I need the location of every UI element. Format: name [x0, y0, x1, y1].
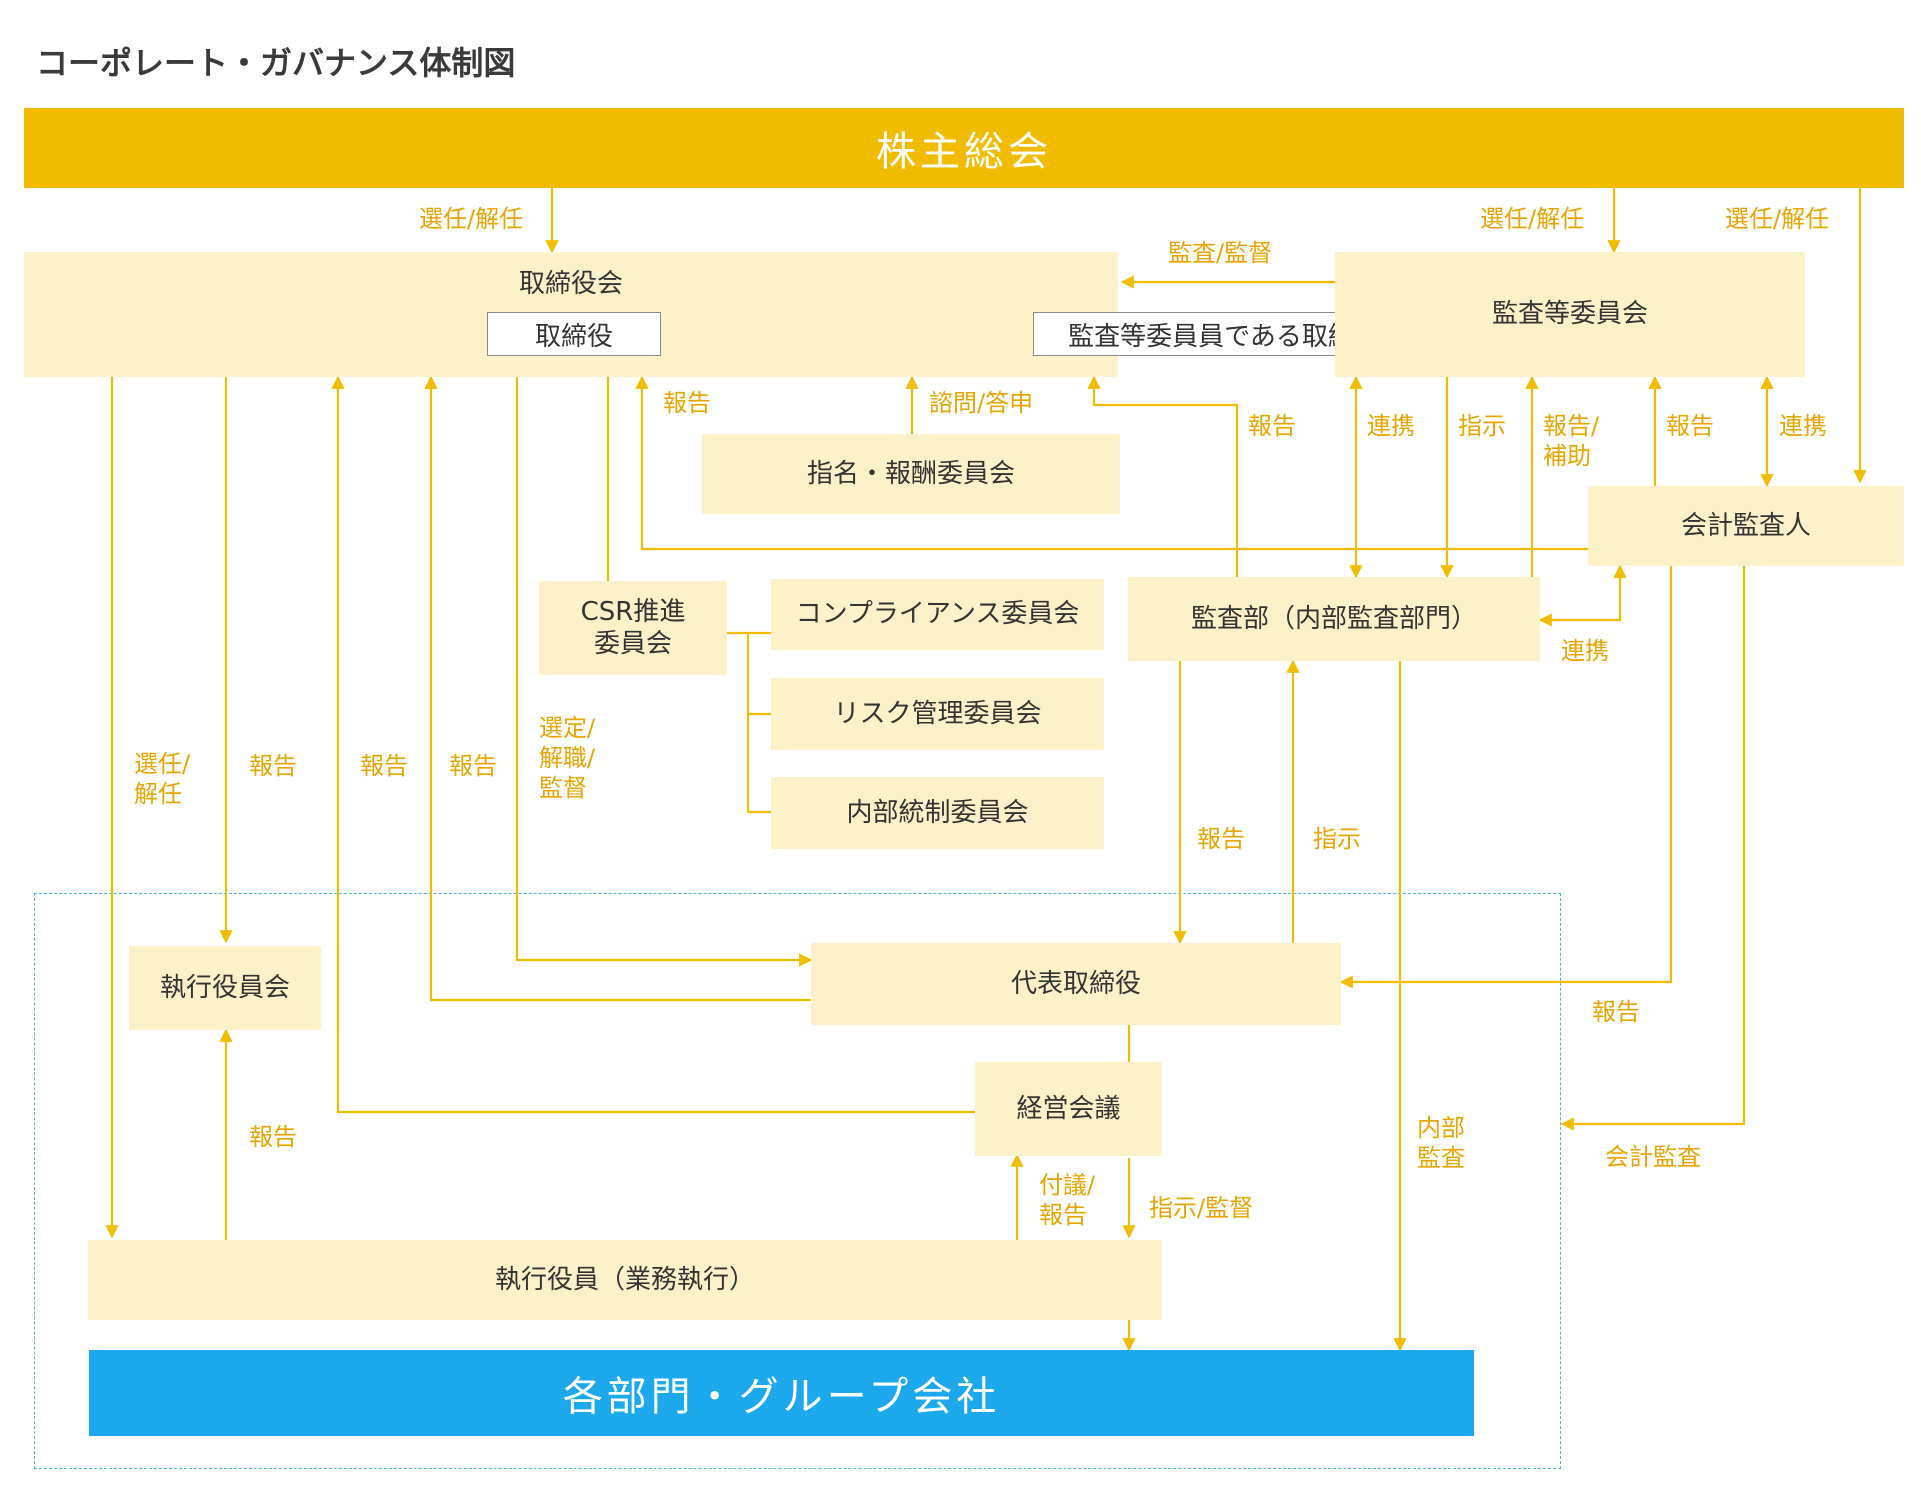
arrow-rep-board [424, 375, 811, 1002]
label-report-assist: 報告/ 補助 [1543, 412, 1600, 470]
label-report-auditor-rep: 報告 [1592, 998, 1640, 1026]
label-select-dismiss-audit: 選任/解任 [1480, 205, 1585, 233]
executive-officers: 執行役員（業務執行） [88, 1240, 1162, 1320]
label-instruct-1: 指示 [1458, 412, 1506, 440]
label-report-auditor: 報告 [1666, 412, 1714, 440]
label-accounting-audit: 会計監査 [1605, 1143, 1701, 1171]
label-coop-2: 連携 [1779, 412, 1827, 440]
label-report-exec: 報告 [249, 1123, 297, 1151]
audit-committee: 監査等委員会 [1335, 252, 1805, 377]
label-coop-1: 連携 [1367, 412, 1415, 440]
audit-department: 監査部（内部監査部門） [1128, 577, 1540, 661]
label-report-board: 報告 [663, 389, 711, 417]
internal-control-committee: 内部統制委員会 [771, 777, 1104, 849]
label-instruct-rep: 指示 [1313, 825, 1361, 853]
label-proposal-report: 付議/ 報告 [1039, 1171, 1096, 1229]
label-report-auditdept-board: 報告 [1248, 412, 1296, 440]
label-instruct-supervise: 指示/監督 [1149, 1194, 1254, 1222]
label-report-3: 報告 [449, 752, 497, 780]
label-report-rep: 報告 [1197, 825, 1245, 853]
label-audit-supervise: 監査/監督 [1168, 239, 1273, 267]
compliance-committee: コンプライアンス委員会 [771, 579, 1104, 650]
csr-committee: CSR推進 委員会 [539, 581, 727, 675]
label-internal-audit: 内部 監査 [1417, 1114, 1465, 1172]
arrow-auditor-group [1560, 566, 1746, 1131]
label-report-1: 報告 [249, 752, 297, 780]
arrow-mgmt-board [331, 375, 977, 1114]
arrow-auditdept-board [1087, 375, 1239, 577]
executive-officers-committee: 執行役員会 [129, 946, 321, 1030]
label-report-2: 報告 [360, 752, 408, 780]
execution-group-boundary [34, 893, 1561, 1469]
nomination-compensation-committee: 指名・報酬委員会 [702, 434, 1120, 514]
page-title: コーポレート・ガバナンス体制図 [36, 44, 516, 82]
arrow-auditor-rep [1339, 566, 1673, 989]
label-select-dismiss-board: 選任/解任 [419, 205, 524, 233]
label-appoint-dismiss-supervise: 選定/ 解職/ 監督 [539, 714, 596, 802]
shareholders-meeting: 株主総会 [24, 108, 1904, 188]
departments-group-companies: 各部門・グループ会社 [89, 1350, 1474, 1436]
arrow-board-rep [515, 377, 813, 967]
label-consult: 諮問/答申 [929, 389, 1034, 417]
label-select-dismiss-exec: 選任/ 解任 [134, 750, 191, 808]
management-meeting: 経営会議 [975, 1062, 1162, 1156]
directors-box: 取締役 [487, 312, 661, 356]
representative-director: 代表取締役 [811, 943, 1341, 1025]
risk-management-committee: リスク管理委員会 [771, 678, 1104, 750]
label-coop-3: 連携 [1561, 637, 1609, 665]
arrow-auditdept-auditor-coop [1538, 564, 1627, 627]
arrow-auditor-board [635, 375, 1588, 551]
label-select-dismiss-auditor: 選任/解任 [1725, 205, 1830, 233]
accounting-auditor: 会計監査人 [1588, 486, 1904, 566]
